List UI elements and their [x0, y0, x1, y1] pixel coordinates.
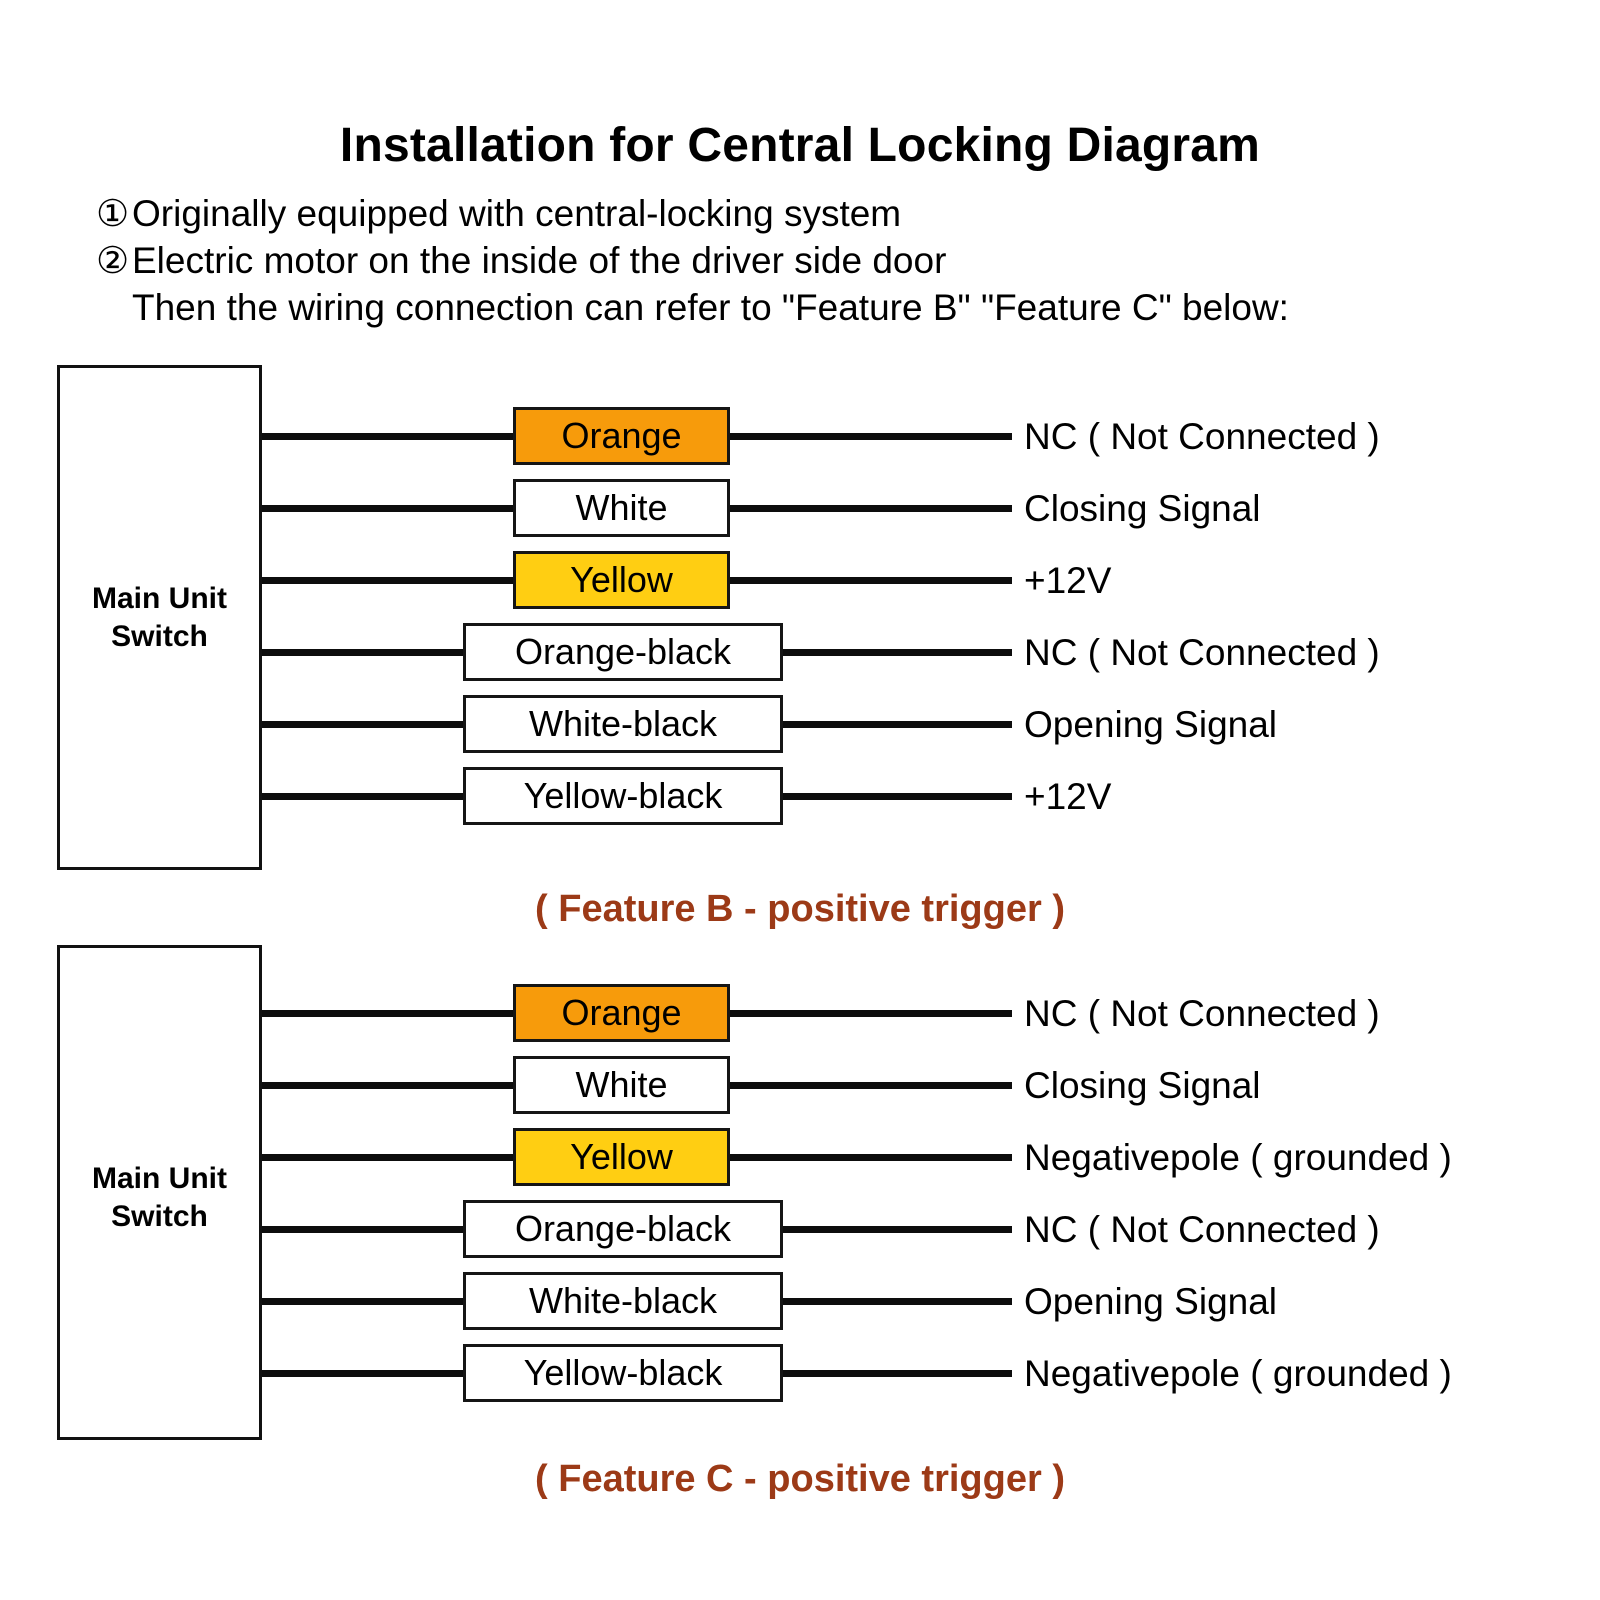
wire-chip-label: Orange-black [514, 631, 732, 672]
intro-marker-1: ① [96, 193, 130, 234]
wire-chip-orange-black: Orange-black [463, 623, 783, 681]
wire-chip-label: Yellow [570, 1136, 673, 1177]
wire-function-label: Negativepole ( grounded ) [1024, 1353, 1452, 1394]
main-unit-label-line1: Main Unit [92, 1162, 227, 1195]
intro-line-3: Then the wiring connection can refer to … [96, 284, 1289, 331]
wire-function-label: NC ( Not Connected ) [1024, 416, 1380, 457]
wire-segment-left [262, 1154, 517, 1161]
wire-segment-right [779, 1226, 1012, 1233]
wire-function-label: Closing Signal [1024, 488, 1261, 529]
wire-function-label: Negativepole ( grounded ) [1024, 1137, 1452, 1178]
main-unit-label-line2: Switch [111, 620, 208, 653]
wire-chip-label: Orange [561, 415, 682, 456]
wire-segment-left [262, 433, 517, 440]
wire-chip-white: White [513, 479, 730, 537]
wire-segment-left [262, 505, 517, 512]
wire-chip-orange-black: Orange-black [463, 1200, 783, 1258]
wire-function-label: Opening Signal [1024, 1281, 1278, 1322]
wire-function-label: NC ( Not Connected ) [1024, 993, 1380, 1034]
wire-function-label: NC ( Not Connected ) [1024, 632, 1380, 673]
wire-chip-label: Yellow [570, 559, 673, 600]
wire-function-label: Closing Signal [1024, 1065, 1261, 1106]
wire-chip-label: White-black [528, 1280, 718, 1321]
wire-function-label: +12V [1024, 560, 1112, 601]
wire-function-label: +12V [1024, 776, 1112, 817]
wire-segment-left [262, 1010, 517, 1017]
wire-chip-label: White-black [528, 703, 718, 744]
wire-chip-label: White [575, 487, 668, 528]
wire-segment-right [726, 1082, 1012, 1089]
main-unit-switch-box [57, 365, 262, 870]
wire-segment-right [726, 505, 1012, 512]
wire-segment-left [262, 1370, 467, 1377]
intro-marker-2: ② [96, 240, 130, 281]
wire-chip-label: Orange [561, 992, 682, 1033]
main-unit-label-line2: Switch [111, 1200, 208, 1233]
wire-segment-right [726, 1154, 1012, 1161]
intro-notes: ①Originally equipped with central-lockin… [96, 190, 1289, 331]
main-unit-label-line1: Main Unit [92, 582, 227, 615]
wire-chip-label: Orange-black [514, 1208, 732, 1249]
wire-chip-label: Yellow-black [523, 775, 723, 816]
wire-chip-label: White [575, 1064, 668, 1105]
diagram-caption: ( Feature C - positive trigger ) [535, 1458, 1065, 1500]
wire-segment-right [779, 793, 1012, 800]
intro-text-3: Then the wiring connection can refer to … [132, 287, 1289, 328]
intro-text-2: Electric motor on the inside of the driv… [132, 240, 947, 281]
wire-segment-left [262, 1226, 467, 1233]
intro-line-1: ①Originally equipped with central-lockin… [96, 190, 1289, 237]
wire-chip-white-black: White-black [463, 1272, 783, 1330]
wire-chip-yellow: Yellow [513, 551, 730, 609]
main-unit-switch-box [57, 945, 262, 1440]
wire-segment-left [262, 1298, 467, 1305]
wire-segment-left [262, 649, 467, 656]
wire-segment-right [726, 1010, 1012, 1017]
wire-segment-right [779, 721, 1012, 728]
diagram-caption: ( Feature B - positive trigger ) [535, 888, 1065, 930]
intro-text-1: Originally equipped with central-locking… [132, 193, 902, 234]
wire-chip-orange: Orange [513, 984, 730, 1042]
wire-segment-right [779, 1370, 1012, 1377]
wire-segment-left [262, 577, 517, 584]
wire-chip-yellow-black: Yellow-black [463, 1344, 783, 1402]
wire-segment-left [262, 721, 467, 728]
wire-segment-right [726, 577, 1012, 584]
wire-segment-right [779, 649, 1012, 656]
wire-function-label: NC ( Not Connected ) [1024, 1209, 1380, 1250]
wire-chip-label: Yellow-black [523, 1352, 723, 1393]
wire-chip-orange: Orange [513, 407, 730, 465]
wire-segment-right [779, 1298, 1012, 1305]
wire-chip-yellow: Yellow [513, 1128, 730, 1186]
page-title: Installation for Central Locking Diagram [339, 119, 1261, 172]
wire-chip-white: White [513, 1056, 730, 1114]
wire-segment-left [262, 1082, 517, 1089]
wire-function-label: Opening Signal [1024, 704, 1278, 745]
intro-line-2: ②Electric motor on the inside of the dri… [96, 237, 1289, 284]
wire-segment-left [262, 793, 467, 800]
wire-chip-yellow-black: Yellow-black [463, 767, 783, 825]
wire-segment-right [726, 433, 1012, 440]
wire-chip-white-black: White-black [463, 695, 783, 753]
